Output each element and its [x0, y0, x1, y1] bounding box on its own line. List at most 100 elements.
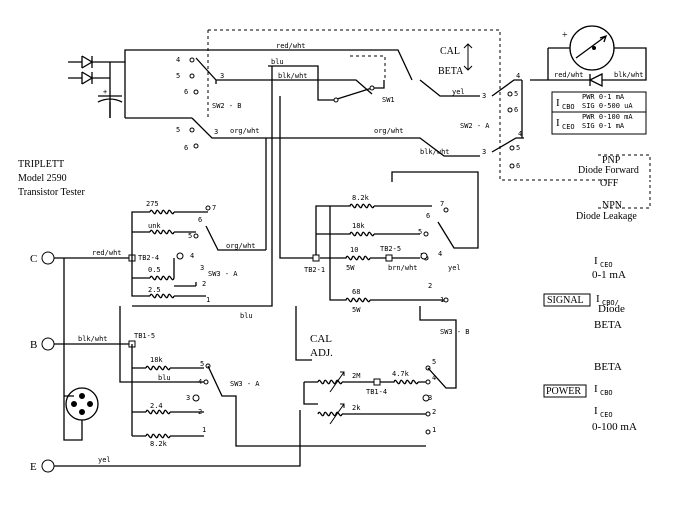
svg-text:6: 6: [198, 216, 202, 224]
sw3-b: 8.2k 18k TB2-1 10 5W TB2-5 brn/wht 68 5W…: [279, 96, 479, 336]
tb2-5-label: TB2-5: [380, 245, 401, 253]
svg-text:I: I: [594, 255, 598, 267]
wire-label-blu-top: blu: [271, 58, 284, 66]
svg-text:Diode: Diode: [598, 303, 625, 315]
wire-label-blk-wht-top: blk/wht: [278, 72, 308, 80]
svg-text:I: I: [556, 117, 560, 129]
sw2a-label: SW2 - A: [460, 122, 490, 130]
svg-text:8.2k: 8.2k: [352, 194, 370, 202]
svg-text:yel: yel: [98, 456, 111, 464]
svg-text:E: E: [30, 461, 37, 473]
svg-text:CEO: CEO: [600, 411, 613, 419]
svg-text:1: 1: [432, 426, 436, 434]
svg-text:org/wht: org/wht: [226, 242, 256, 250]
svg-text:275: 275: [146, 200, 159, 208]
sw3b-label: SW3 - B: [440, 328, 470, 336]
tb1-5-label: TB1-5: [134, 332, 155, 340]
title-line-1: TRIPLETT: [18, 159, 64, 170]
svg-text:6: 6: [184, 144, 188, 152]
terminal-c[interactable]: C: [30, 251, 55, 265]
meter: + red/wht blk/wht: [530, 25, 647, 88]
terminal-b[interactable]: B: [30, 337, 55, 351]
wire-label-org-wht-2: org/wht: [374, 127, 404, 135]
sw3-legend: I CEO 0-1 mA SIGNAL I CBO/ Diode BETA BE…: [543, 255, 637, 433]
svg-text:red/wht: red/wht: [554, 71, 584, 79]
svg-text:0.5: 0.5: [148, 266, 161, 274]
diode-top: [68, 55, 110, 69]
svg-text:5: 5: [176, 126, 180, 134]
svg-text:5W: 5W: [352, 306, 361, 314]
signal-box: [543, 293, 591, 307]
cal-label: CAL: [440, 46, 460, 57]
svg-text:1: 1: [440, 296, 444, 304]
svg-text:PWR 0-100 mA: PWR 0-100 mA: [582, 113, 633, 121]
svg-text:blk/wht: blk/wht: [614, 71, 644, 79]
cal-beta-arrow-icon: [463, 43, 473, 71]
svg-text:0-1 mA: 0-1 mA: [592, 269, 626, 281]
svg-text:6: 6: [426, 212, 430, 220]
svg-text:3: 3: [186, 394, 190, 402]
svg-text:10: 10: [350, 246, 358, 254]
svg-text:OFF: OFF: [600, 178, 619, 189]
svg-text:Diode Leakage: Diode Leakage: [576, 211, 637, 222]
wire-label-org-wht: org/wht: [230, 127, 260, 135]
svg-text:+: +: [103, 88, 107, 96]
svg-text:2.5: 2.5: [148, 286, 161, 294]
svg-text:SIG 0-1 mA: SIG 0-1 mA: [582, 122, 625, 130]
svg-text:5: 5: [200, 360, 204, 368]
svg-text:4: 4: [432, 374, 436, 382]
sw3-a-upper: 275 unk 0.5 2.5 7 6 5 4 3 2 1 org/wht SW…: [131, 200, 266, 304]
svg-text:I: I: [556, 97, 560, 109]
svg-text:4: 4: [438, 250, 442, 258]
capacitor: [97, 95, 123, 103]
sw1: SW1: [317, 80, 395, 104]
svg-text:brn/wht: brn/wht: [388, 264, 418, 272]
svg-text:18k: 18k: [352, 222, 365, 230]
title-line-3: Transistor Tester: [18, 187, 85, 198]
svg-text:CBO/: CBO/: [602, 299, 619, 307]
svg-text:3: 3: [220, 72, 224, 80]
title-line-2: Model 2590: [18, 173, 67, 184]
sw1-label: SW1: [382, 96, 395, 104]
wire-label-red-wht-top: red/wht: [276, 42, 306, 50]
supply-network: +: [68, 49, 210, 118]
svg-text:ADJ.: ADJ.: [310, 347, 333, 359]
svg-text:5: 5: [418, 228, 422, 236]
svg-text:CBO: CBO: [562, 103, 575, 111]
sw2-a: yel 3 4 5 6 SW2 - A blk/wht 3 4 5 6: [419, 72, 524, 170]
svg-text:7: 7: [440, 200, 444, 208]
svg-text:I: I: [594, 405, 598, 417]
sw2a-ranges: I CBO PWR 0-1 mA SIG 0-500 uA I CEO PWR …: [551, 91, 647, 135]
svg-text:5W: 5W: [346, 264, 355, 272]
svg-text:NPN: NPN: [602, 200, 622, 211]
svg-text:2: 2: [202, 280, 206, 288]
svg-text:4: 4: [176, 56, 180, 64]
sw2-b: 4 5 6 3 SW2 - B 5 6 3: [125, 56, 242, 152]
wire-label-yel: yel: [452, 88, 465, 96]
svg-text:4: 4: [190, 252, 194, 260]
svg-text:0-100 mA: 0-100 mA: [592, 421, 637, 433]
svg-text:blu: blu: [158, 374, 171, 382]
svg-text:I: I: [596, 293, 600, 305]
svg-text:3: 3: [200, 264, 204, 272]
svg-text:68: 68: [352, 288, 360, 296]
svg-text:I: I: [594, 383, 598, 395]
svg-text:unk: unk: [148, 222, 161, 230]
svg-text:6: 6: [516, 162, 520, 170]
svg-text:BETA: BETA: [594, 319, 622, 331]
svg-text:2M: 2M: [352, 372, 360, 380]
sw3a-lower-label: SW3 - A: [230, 380, 260, 388]
power-label: POWER: [546, 386, 581, 397]
svg-text:5: 5: [176, 72, 180, 80]
svg-text:2: 2: [198, 408, 202, 416]
pot-2m: [317, 379, 376, 385]
meter-plus: +: [562, 30, 568, 41]
sw3-a-lower: 18k blu 2.4 8.2k 5 4 3 2 1 SW3 - A: [119, 306, 426, 448]
sw2b-label: SW2 - B: [212, 102, 242, 110]
svg-text:1: 1: [206, 296, 210, 304]
svg-text:yel: yel: [448, 264, 461, 272]
cal-adj: CAL ADJ. 2M TB1-4 4.7k 2k 5 4 3 2 1: [295, 306, 457, 435]
title-block: TRIPLETT Model 2590 Transistor Tester: [18, 159, 85, 198]
terminal-e[interactable]: E: [30, 459, 55, 473]
